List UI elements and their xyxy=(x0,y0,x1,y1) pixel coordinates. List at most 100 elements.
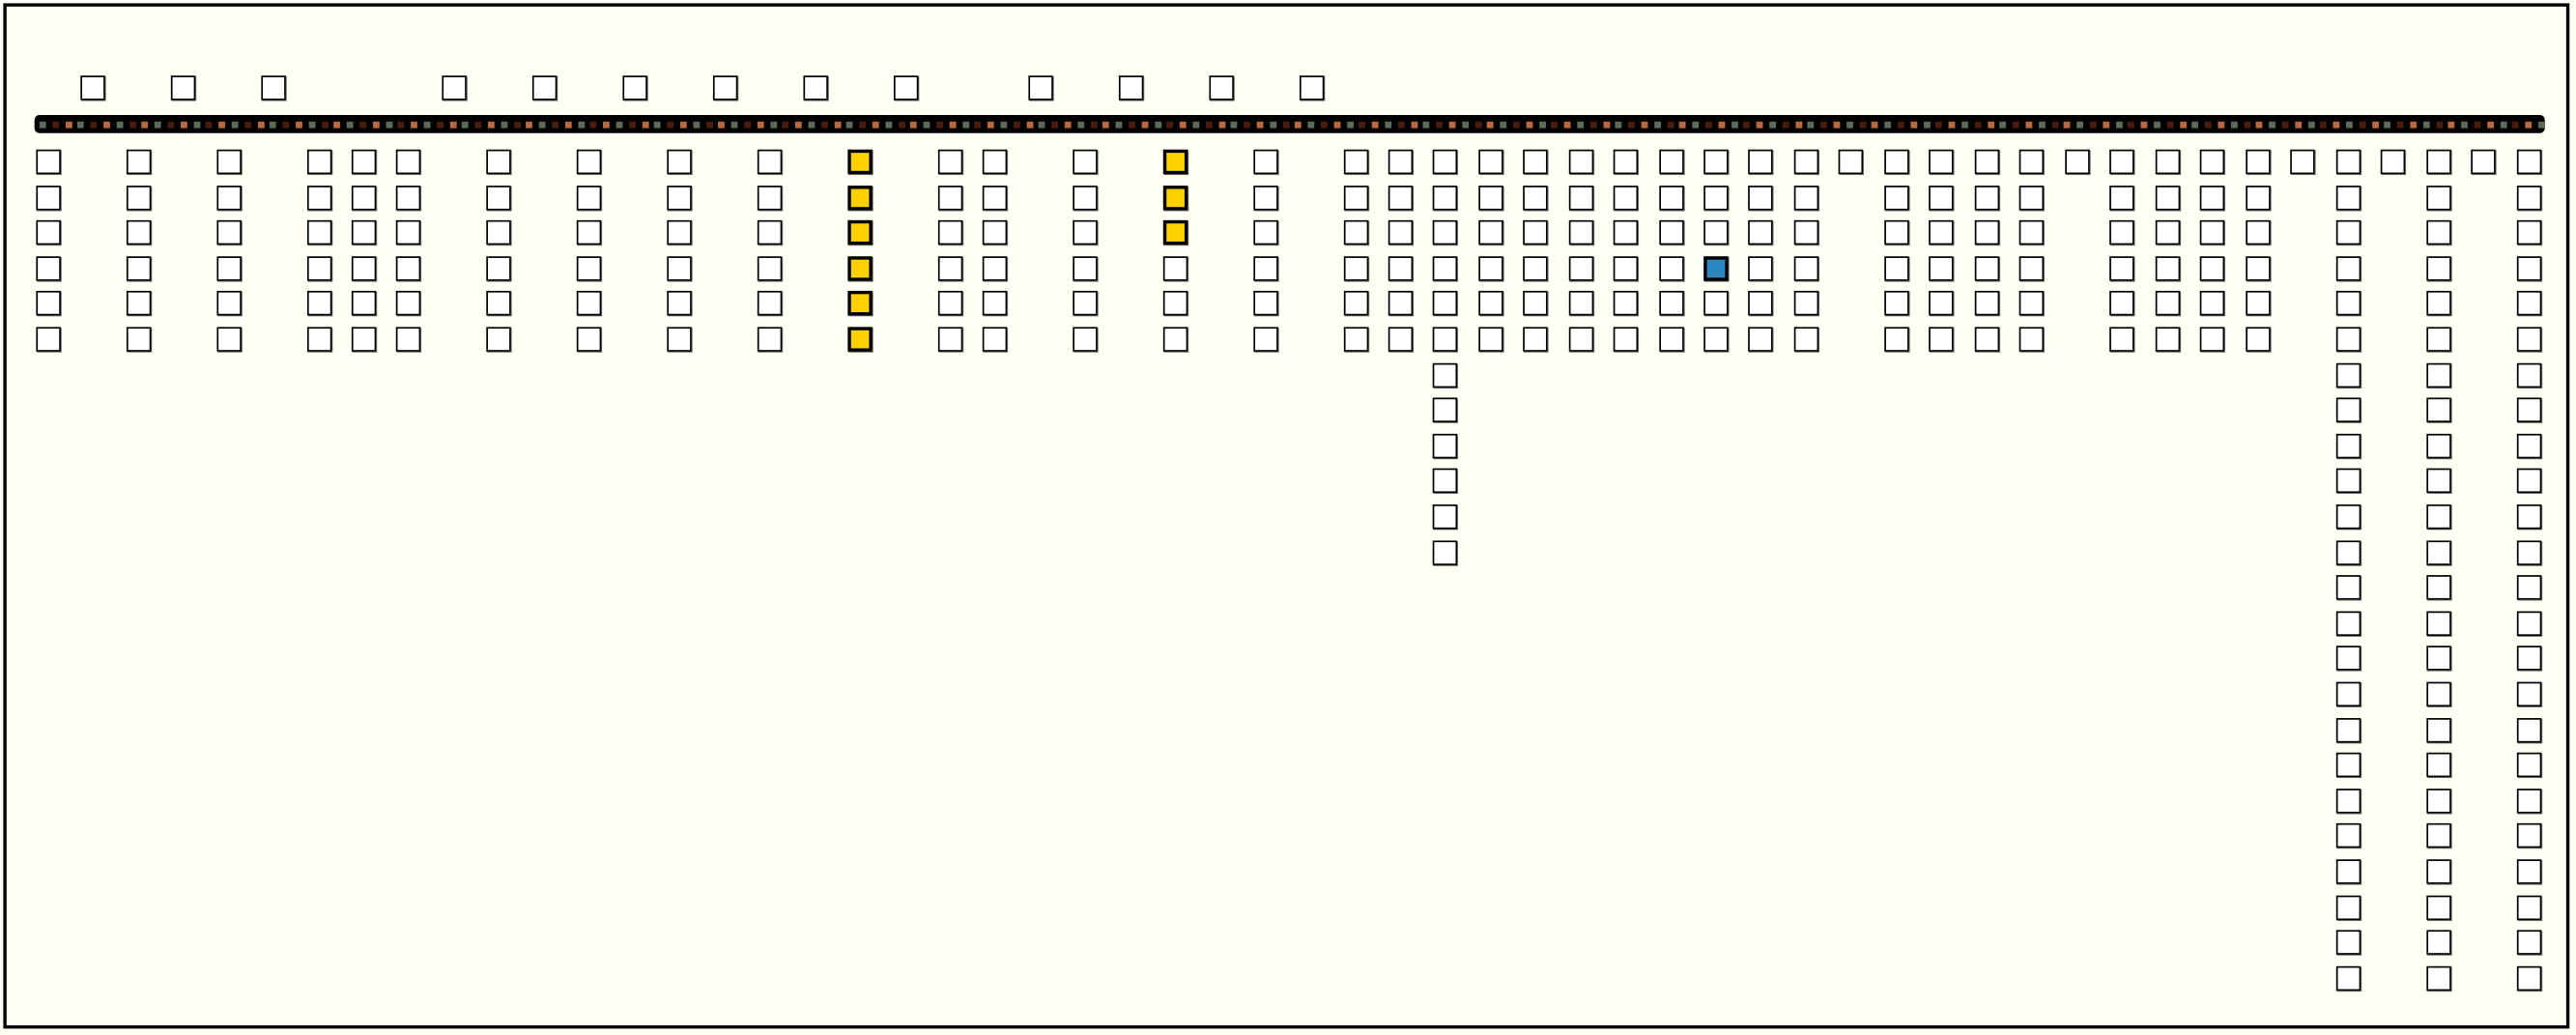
cell[interactable] xyxy=(2246,291,2271,317)
cell[interactable] xyxy=(1523,149,1548,175)
cell[interactable] xyxy=(576,255,602,281)
cell[interactable] xyxy=(1388,220,1414,245)
cell[interactable] xyxy=(667,291,692,317)
cell[interactable] xyxy=(306,149,332,175)
cell[interactable] xyxy=(126,185,152,210)
cell[interactable] xyxy=(1162,327,1188,352)
top-slot[interactable] xyxy=(1209,75,1234,101)
cell[interactable] xyxy=(1659,291,1684,317)
cell[interactable] xyxy=(1748,255,1773,281)
cell[interactable] xyxy=(2199,220,2225,245)
cell[interactable] xyxy=(1432,433,1458,459)
cell[interactable] xyxy=(2516,859,2542,884)
cell[interactable] xyxy=(1388,327,1414,352)
cell[interactable] xyxy=(486,220,511,245)
top-slot[interactable] xyxy=(712,75,738,101)
cell[interactable] xyxy=(2246,220,2271,245)
cell[interactable] xyxy=(1478,291,1503,317)
cell[interactable] xyxy=(2426,753,2451,778)
cell[interactable] xyxy=(576,220,602,245)
cell[interactable] xyxy=(36,185,61,210)
cell[interactable] xyxy=(576,327,602,352)
cell[interactable] xyxy=(1253,327,1278,352)
cell[interactable] xyxy=(1568,220,1594,245)
cell[interactable] xyxy=(486,185,511,210)
cell[interactable] xyxy=(1478,220,1503,245)
cell[interactable] xyxy=(216,220,242,245)
cell[interactable] xyxy=(2516,823,2542,849)
cell[interactable] xyxy=(2155,149,2181,175)
cell[interactable] xyxy=(1162,255,1188,281)
cell[interactable] xyxy=(1162,291,1188,317)
cell[interactable] xyxy=(2018,255,2045,281)
cell[interactable] xyxy=(2335,255,2361,281)
cell[interactable] xyxy=(1793,255,1819,281)
cell[interactable] xyxy=(2246,327,2271,352)
cell[interactable] xyxy=(2065,149,2090,175)
cell[interactable] xyxy=(757,220,783,245)
cell[interactable] xyxy=(2155,327,2181,352)
cell[interactable] xyxy=(2516,433,2542,459)
cell[interactable] xyxy=(486,291,511,317)
cell[interactable] xyxy=(2335,575,2361,600)
cell[interactable] xyxy=(216,255,242,281)
cell[interactable] xyxy=(2109,255,2134,281)
cell[interactable] xyxy=(2426,185,2451,210)
cell[interactable] xyxy=(2335,433,2361,459)
cell-yellow[interactable] xyxy=(1162,149,1188,175)
cell[interactable] xyxy=(2199,149,2225,175)
cell[interactable] xyxy=(2426,788,2451,814)
top-slot[interactable] xyxy=(893,75,919,101)
cell[interactable] xyxy=(1432,291,1458,317)
cell[interactable] xyxy=(1884,327,1909,352)
cell[interactable] xyxy=(1974,255,2000,281)
cell[interactable] xyxy=(1703,220,1729,245)
cell[interactable] xyxy=(1884,220,1909,245)
cell[interactable] xyxy=(2335,894,2361,920)
cell[interactable] xyxy=(1343,291,1369,317)
cell[interactable] xyxy=(1703,149,1729,175)
cell[interactable] xyxy=(2246,255,2271,281)
cell[interactable] xyxy=(1929,149,1954,175)
cell-yellow[interactable] xyxy=(847,291,873,317)
cell[interactable] xyxy=(2426,681,2451,707)
cell[interactable] xyxy=(2516,469,2542,494)
cell[interactable] xyxy=(2018,327,2045,352)
cell[interactable] xyxy=(1748,327,1773,352)
cell[interactable] xyxy=(2335,539,2361,565)
cell[interactable] xyxy=(576,291,602,317)
cell[interactable] xyxy=(1793,327,1819,352)
cell[interactable] xyxy=(2199,185,2225,210)
cell[interactable] xyxy=(2335,291,2361,317)
cell-yellow[interactable] xyxy=(847,220,873,245)
cell[interactable] xyxy=(2246,149,2271,175)
cell[interactable] xyxy=(2018,149,2045,175)
cell[interactable] xyxy=(2335,823,2361,849)
cell[interactable] xyxy=(1432,255,1458,281)
cell[interactable] xyxy=(2109,185,2134,210)
top-slot[interactable] xyxy=(442,75,467,101)
cell[interactable] xyxy=(1432,503,1458,530)
cell[interactable] xyxy=(1568,149,1594,175)
cell[interactable] xyxy=(982,255,1008,281)
cell[interactable] xyxy=(2426,965,2451,991)
cell[interactable] xyxy=(1929,291,1954,317)
top-slot[interactable] xyxy=(1118,75,1144,101)
cell[interactable] xyxy=(2335,859,2361,884)
cell[interactable] xyxy=(2335,362,2361,388)
cell[interactable] xyxy=(2516,291,2542,317)
cell[interactable] xyxy=(757,255,783,281)
cell[interactable] xyxy=(1073,185,1098,210)
cell[interactable] xyxy=(1659,185,1684,210)
cell[interactable] xyxy=(2109,220,2134,245)
cell-yellow[interactable] xyxy=(1162,185,1188,210)
cell[interactable] xyxy=(126,255,152,281)
cell[interactable] xyxy=(2426,327,2451,352)
cell[interactable] xyxy=(351,149,377,175)
cell[interactable] xyxy=(2018,291,2045,317)
cell-yellow[interactable] xyxy=(847,327,873,352)
cell[interactable] xyxy=(126,327,152,352)
cell[interactable] xyxy=(2516,255,2542,281)
cell[interactable] xyxy=(667,220,692,245)
cell[interactable] xyxy=(216,291,242,317)
